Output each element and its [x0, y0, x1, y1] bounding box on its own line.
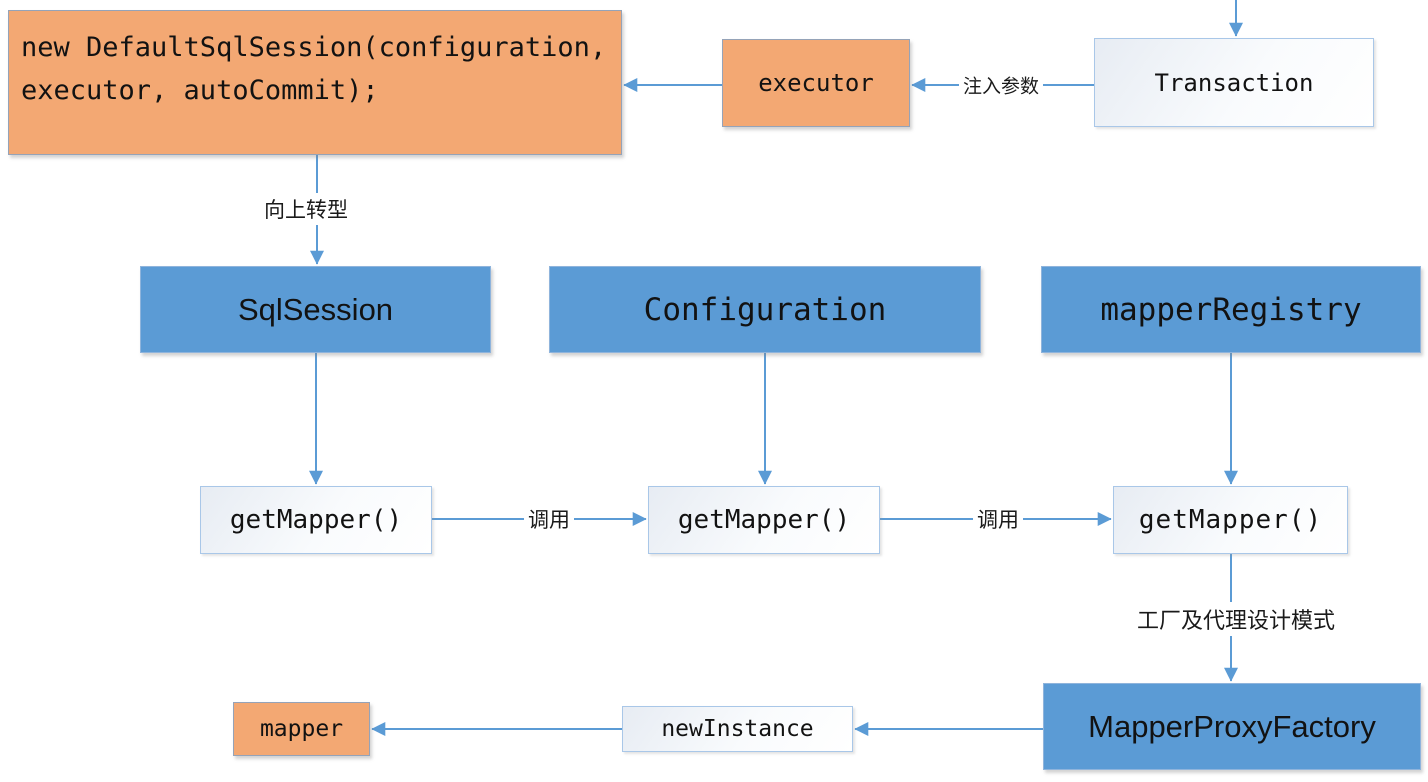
node-get-mapper-1: getMapper() [200, 486, 432, 554]
node-new-instance: newInstance [622, 706, 853, 752]
node-get-mapper-3: getMapper() [1113, 486, 1348, 554]
node-sql-session: SqlSession [140, 266, 491, 353]
node-get-mapper-2: getMapper() [648, 486, 880, 554]
edge-label-upcast: 向上转型 [260, 193, 352, 225]
edge-label-inject-params: 注入参数 [958, 70, 1044, 100]
node-mapper-proxy-factory: MapperProxyFactory [1043, 683, 1421, 770]
node-configuration: Configuration [549, 266, 981, 353]
edge-label-invoke-1: 调用 [524, 503, 574, 535]
node-mapper: mapper [233, 702, 370, 756]
node-executor: executor [722, 39, 910, 127]
edge-label-invoke-2: 调用 [973, 503, 1023, 535]
edge-label-factory-proxy-pattern: 工厂及代理设计模式 [1132, 602, 1340, 636]
node-default-sql-session: new DefaultSqlSession(configuration, exe… [8, 10, 622, 155]
node-mapper-registry: mapperRegistry [1041, 266, 1421, 353]
node-transaction: Transaction [1094, 38, 1374, 127]
